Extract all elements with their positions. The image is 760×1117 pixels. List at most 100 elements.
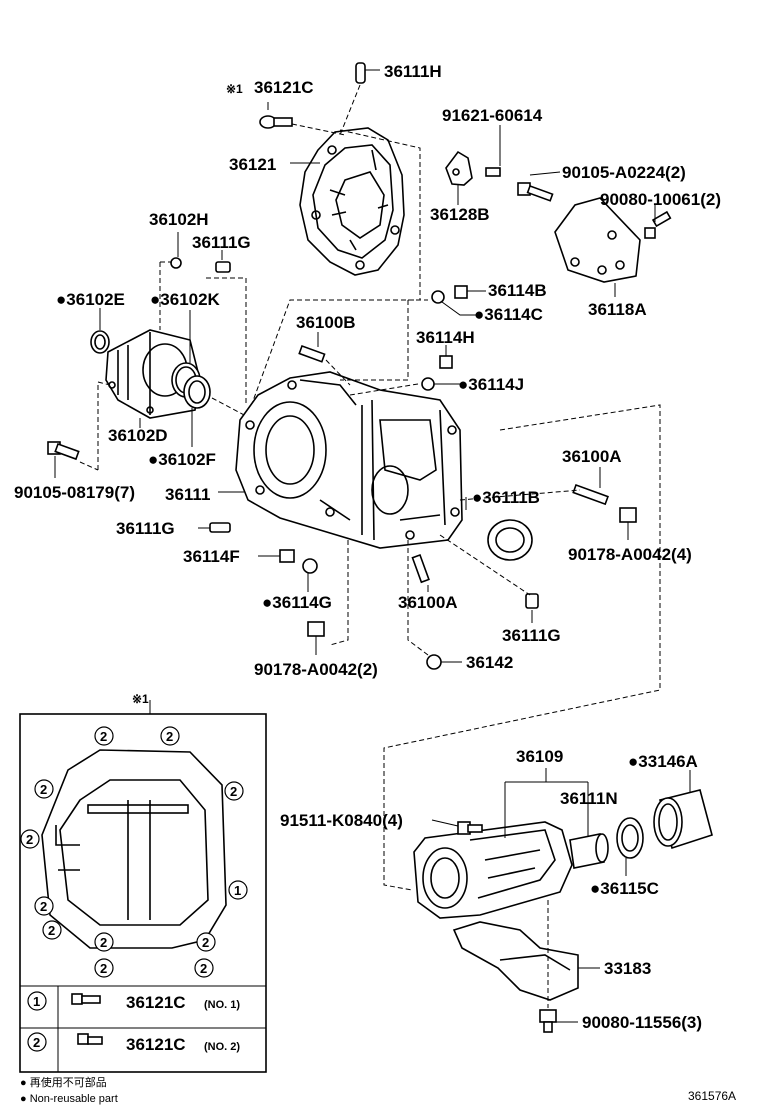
label-91621-60614: 91621-60614: [442, 106, 543, 125]
label-90080-11556: 90080-11556(3): [582, 1013, 702, 1032]
label-90080-10061: 90080-10061(2): [600, 190, 721, 209]
seal-36115C: [616, 817, 644, 876]
label-36102K: ●36102K: [150, 290, 221, 309]
label-36111H: 36111H: [384, 62, 442, 81]
label-36115C: ●36115C: [590, 879, 659, 898]
bolt-90080-10061: [644, 205, 672, 239]
diagram-code: 361576A: [688, 1089, 736, 1103]
label-36121C-top: 36121C: [254, 78, 314, 97]
inset-marker-circle: [228, 880, 248, 900]
label-36102E: ●36102E: [56, 290, 125, 309]
inset-marker-circle: [94, 932, 114, 952]
inset-bolt-no1-suffix: (NO. 1): [204, 999, 240, 1011]
inset-box: [19, 700, 267, 1073]
label-36111B: ●36111B: [472, 488, 540, 507]
bolt-91621-60614: [485, 125, 501, 177]
label-36121: 36121: [229, 155, 276, 174]
label-33146A: ●33146A: [628, 752, 698, 771]
pin-36111G-right: [525, 593, 539, 623]
inset-marker-number: 2: [40, 782, 47, 797]
inset-marker-number: 2: [200, 961, 207, 976]
cover-33146A: [653, 770, 713, 850]
label-36109: 36109: [516, 747, 563, 766]
inset-marker-number: 2: [40, 899, 47, 914]
inset-bolt-no2-circle: 2: [33, 1035, 40, 1050]
label-36142: 36142: [466, 653, 513, 672]
label-90105-08179: 90105-08179(7): [14, 483, 135, 502]
label-36100A-bottom: 36100A: [398, 593, 458, 612]
label-36114F: 36114F: [183, 547, 240, 566]
inset-bolt-no2-suffix: (NO. 2): [204, 1041, 240, 1053]
label-36111: 36111: [165, 485, 210, 504]
inset-marker-circle: [160, 726, 180, 746]
label-33183: 33183: [604, 959, 651, 978]
label-36114G: ●36114G: [262, 593, 332, 612]
label-36114C: ●36114C: [474, 305, 543, 324]
inset-marker-circle: [224, 781, 244, 801]
inset-marker-number: 1: [234, 883, 241, 898]
inset-marker-circle: [196, 932, 216, 952]
housing-36109: [413, 768, 589, 919]
nut-36114H: [439, 345, 453, 369]
legend-line-jp: ● 再使用不可部品: [20, 1075, 107, 1089]
inset-marker-number: 2: [166, 729, 173, 744]
inset-mark: ※1: [132, 692, 149, 706]
stud-36100A-bottom: [411, 553, 430, 592]
inset-marker-number: 2: [26, 832, 33, 847]
seal-36111B: [465, 497, 533, 561]
oring-36102H: [170, 232, 182, 269]
inset-marker-circle: [194, 958, 214, 978]
sleeve-36111N: [569, 810, 609, 869]
plug-36114F: [258, 549, 295, 563]
inset-bolt-no1: [27, 991, 101, 1011]
inset-bolt-no2: [27, 1032, 103, 1052]
inset-marker-circle: [34, 779, 54, 799]
label-36111G-left: 36111G: [116, 519, 175, 538]
label-36100A-right: 36100A: [562, 447, 622, 466]
inset-marker-number: 2: [100, 961, 107, 976]
gasket-36114G: [302, 558, 318, 592]
label-36128B: 36128B: [430, 205, 490, 224]
washer-36114C: [431, 290, 478, 316]
nut-90178-A0042-right: [619, 507, 637, 540]
bolt-90080-11556: [539, 1009, 578, 1033]
label-36102H: 36102H: [149, 210, 209, 229]
inset-marker-number: 2: [100, 935, 107, 950]
inset-marker-number: 2: [202, 935, 209, 950]
inset-marker-circle: [94, 726, 114, 746]
inset-bolt-no1-circle: 1: [33, 994, 40, 1009]
inset-marker-circle: [42, 920, 62, 940]
inset-marker-number: 2: [48, 923, 55, 938]
label-36118A: 36118A: [588, 300, 647, 319]
inset-bolt-no2-part: 36121C: [126, 1035, 186, 1054]
inset-marker-circle: [94, 958, 114, 978]
label-90178-A0042-4: 90178-A0042(4): [568, 545, 692, 564]
breather-plug-36111H: [339, 62, 380, 136]
inset-marker-circle: [34, 896, 54, 916]
pin-36111G-left: [198, 522, 231, 533]
label-90105-A0224: 90105-A0224(2): [562, 163, 686, 182]
label-91511-K0840: 91511-K0840(4): [280, 811, 403, 830]
inset-marker-number: 2: [230, 784, 237, 799]
plug-36142: [426, 654, 462, 670]
label-36114H: 36114H: [416, 328, 475, 347]
seal-36102E: [90, 308, 110, 354]
pin-36111G-upper: [215, 250, 231, 273]
nut-36114B: [454, 285, 486, 299]
label-36102D: 36102D: [108, 426, 168, 445]
label-36111G-upper: 36111G: [192, 233, 251, 252]
label-36111N: 36111N: [560, 789, 618, 808]
label-36100B: 36100B: [296, 313, 356, 332]
bearing-36102F: [183, 375, 211, 447]
inset-marker-circle: [20, 829, 40, 849]
bolt-90105-08179: [47, 441, 80, 478]
label-36102F: ●36102F: [148, 450, 216, 469]
label-36111G-right: 36111G: [502, 626, 561, 645]
label-36114J: ●36114J: [458, 375, 524, 394]
rear-cover-36121: [299, 127, 405, 276]
label-36114B: 36114B: [488, 281, 547, 300]
bracket-36118A: [554, 197, 641, 297]
legend-line-en: ● Non-reusable part: [20, 1093, 118, 1105]
